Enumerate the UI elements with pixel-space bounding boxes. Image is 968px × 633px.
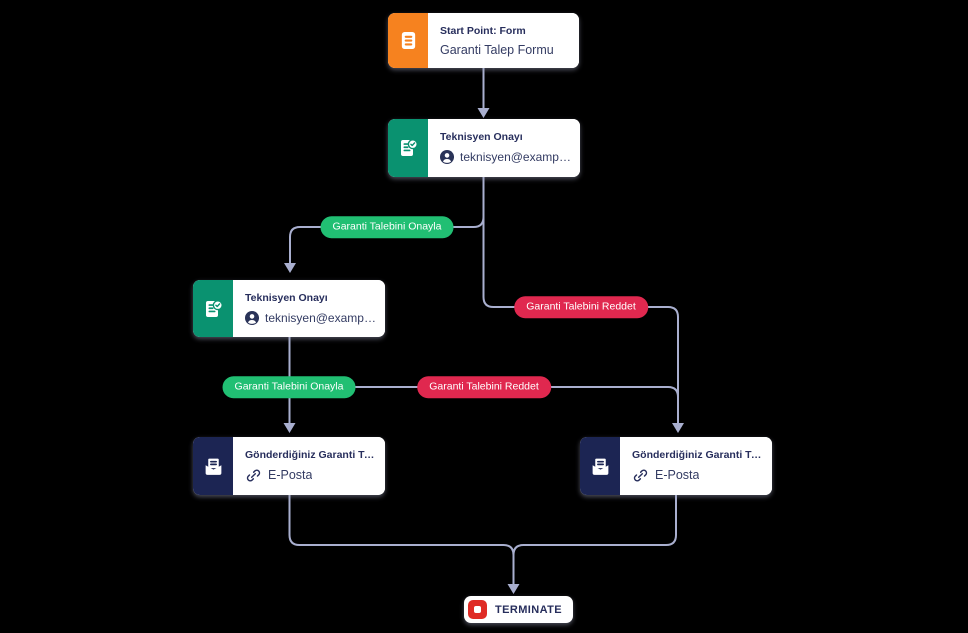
approval-icon bbox=[193, 280, 233, 337]
node-title: Start Point: Form bbox=[440, 24, 526, 37]
node-subtitle: teknisyen@example.c... bbox=[460, 150, 572, 164]
approval-node-top[interactable]: Teknisyen Onayı teknisyen@example.c... bbox=[388, 119, 580, 177]
arrowhead bbox=[477, 108, 490, 118]
edge-email-left-to-terminate bbox=[288, 495, 515, 584]
start-node[interactable]: Start Point: Form Garanti Talep Formu bbox=[388, 13, 579, 68]
terminate-label: TERMINATE bbox=[495, 603, 562, 616]
arrowhead bbox=[284, 263, 296, 273]
email-icon bbox=[580, 437, 620, 495]
approval-node-left[interactable]: Teknisyen Onayı teknisyen@example.c... bbox=[193, 280, 385, 337]
arrowhead bbox=[672, 423, 684, 433]
edge-label-reject-bottom[interactable]: Garanti Talebini Reddet bbox=[417, 376, 551, 398]
email-node-left[interactable]: Gönderdiğiniz Garanti Talep ... E-Posta bbox=[193, 437, 385, 495]
arrowhead bbox=[283, 423, 296, 433]
node-title: Teknisyen Onayı bbox=[245, 291, 328, 304]
link-icon bbox=[246, 469, 261, 481]
node-title: Gönderdiğiniz Garanti Talep ... bbox=[245, 448, 377, 461]
edge-label-reject-top[interactable]: Garanti Talebini Reddet bbox=[514, 296, 648, 318]
email-node-right[interactable]: Gönderdiğiniz Garanti Talep ... E-Posta bbox=[580, 437, 772, 495]
approval-icon bbox=[388, 119, 428, 177]
link-icon bbox=[633, 469, 648, 481]
edge-label-approve-bottom[interactable]: Garanti Talebini Onayla bbox=[222, 376, 356, 398]
node-subtitle: E-Posta bbox=[268, 468, 313, 482]
terminate-node[interactable]: TERMINATE bbox=[464, 596, 573, 623]
edge-email-right-to-terminate bbox=[512, 495, 677, 556]
edge-label-approve-top[interactable]: Garanti Talebini Onayla bbox=[320, 216, 454, 238]
node-title: Teknisyen Onayı bbox=[440, 131, 523, 143]
form-icon bbox=[388, 13, 428, 68]
node-title: Gönderdiğiniz Garanti Talep ... bbox=[632, 448, 764, 461]
email-icon bbox=[193, 437, 233, 495]
arrowhead bbox=[507, 584, 520, 594]
avatar-icon bbox=[440, 149, 455, 165]
avatar-icon bbox=[245, 310, 260, 325]
terminate-icon bbox=[468, 600, 487, 619]
node-subtitle: Garanti Talep Formu bbox=[440, 42, 554, 57]
node-subtitle: E-Posta bbox=[655, 468, 700, 482]
node-subtitle: teknisyen@example.c... bbox=[265, 310, 377, 325]
